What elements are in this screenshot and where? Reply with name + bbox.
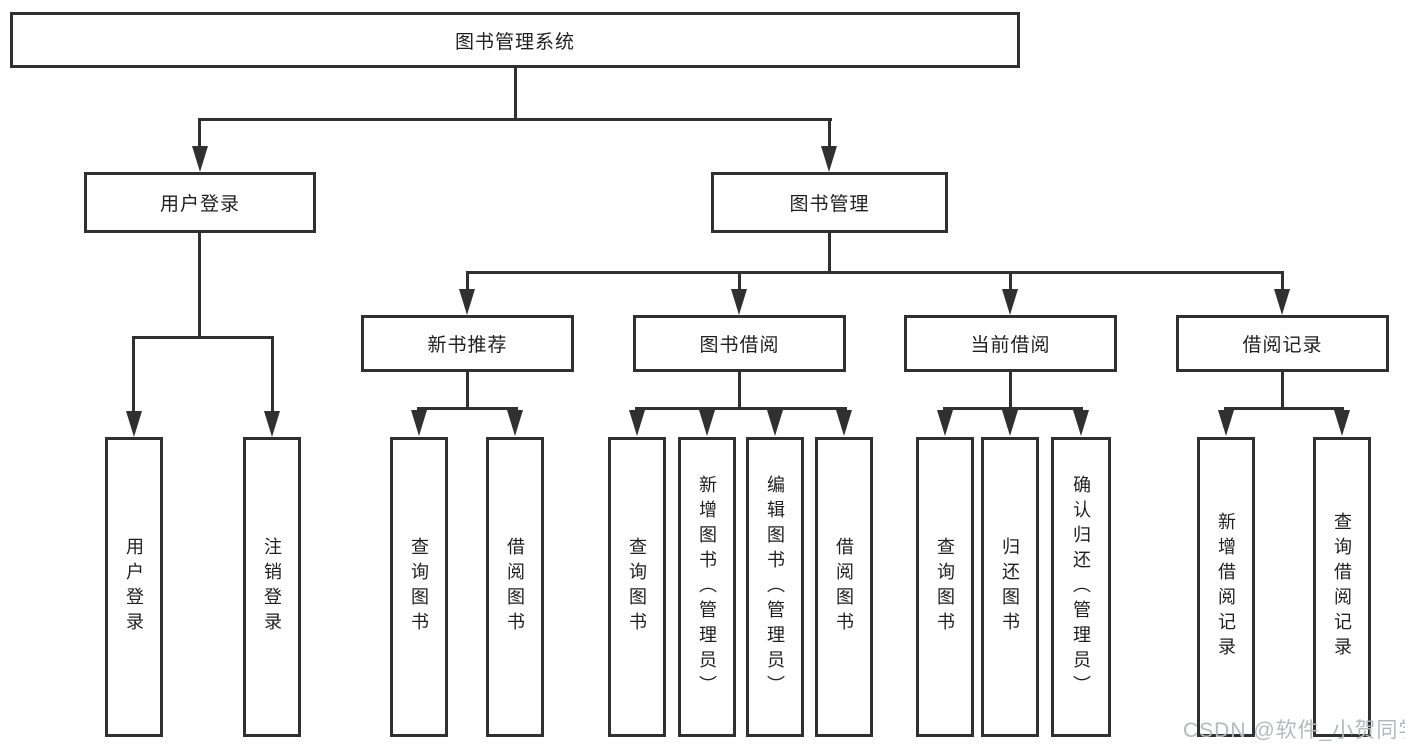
arrowhead-icon (1274, 289, 1290, 315)
leaf-borrow-books-recommend: 借阅图书 (486, 437, 544, 737)
connector-line (943, 407, 1083, 410)
arrowhead-icon (1073, 410, 1089, 436)
node-label: 新增借阅记录 (1216, 512, 1236, 662)
node-label: 用户登录 (124, 537, 144, 637)
connector-line (1009, 372, 1012, 407)
arrowhead-icon (731, 289, 747, 315)
connector-line (132, 336, 274, 339)
node-book-borrow: 图书借阅 (633, 315, 846, 372)
node-label: 查询图书 (627, 537, 647, 637)
node-label: 图书借阅 (699, 335, 780, 356)
connector-line (738, 372, 741, 407)
arrowhead-icon (1002, 410, 1018, 436)
connector-line (635, 407, 847, 410)
arrowhead-icon (126, 411, 142, 437)
leaf-query-books-borrow: 查询图书 (608, 437, 666, 737)
node-label: 确认归还（管理员） (1071, 474, 1091, 700)
arrowhead-icon (699, 410, 715, 436)
node-new-book-recommend: 新书推荐 (361, 315, 574, 372)
arrowhead-icon (459, 289, 475, 315)
node-label: 借阅记录 (1242, 335, 1323, 356)
node-label: 当前借阅 (970, 335, 1051, 356)
leaf-return-books: 归还图书 (981, 437, 1039, 737)
arrowhead-icon (836, 410, 852, 436)
node-label: 新书推荐 (427, 335, 508, 356)
connector-line (466, 372, 469, 407)
node-label: 查询借阅记录 (1332, 512, 1352, 662)
connector-line (514, 68, 517, 118)
arrowhead-icon (1002, 289, 1018, 315)
arrowhead-icon (192, 146, 208, 172)
node-current-borrow: 当前借阅 (904, 315, 1117, 372)
connector-line (198, 233, 201, 336)
node-label: 图书管理系统 (454, 31, 575, 53)
node-user-login: 用户登录 (84, 172, 316, 233)
node-borrow-records: 借阅记录 (1176, 315, 1389, 372)
connector-line (271, 336, 274, 414)
connector-line (1009, 271, 1012, 293)
connector-line (828, 233, 831, 271)
connector-line (466, 271, 1284, 274)
connector-line (1224, 407, 1344, 410)
node-label: 注销登录 (262, 537, 282, 637)
node-label: 查询图书 (935, 537, 955, 637)
arrowhead-icon (411, 410, 427, 436)
arrowhead-icon (264, 411, 280, 437)
arrowhead-icon (629, 410, 645, 436)
arrowhead-icon (937, 410, 953, 436)
leaf-user-login: 用户登录 (105, 437, 163, 737)
connector-line (1281, 271, 1284, 293)
connector-line (198, 118, 832, 121)
arrowhead-icon (767, 410, 783, 436)
node-label: 新增图书（管理员） (697, 474, 717, 700)
node-label: 图书管理 (789, 194, 870, 215)
arrowhead-icon (1218, 410, 1234, 436)
node-root-library-system: 图书管理系统 (10, 12, 1020, 68)
leaf-edit-books-admin: 编辑图书（管理员） (746, 437, 804, 737)
connector-line (466, 271, 469, 293)
node-label: 查询图书 (409, 537, 429, 637)
connector-line (828, 118, 831, 150)
node-label: 编辑图书（管理员） (765, 474, 785, 700)
node-label: 用户登录 (159, 194, 240, 215)
leaf-query-books-current: 查询图书 (916, 437, 974, 737)
leaf-query-books-recommend: 查询图书 (390, 437, 448, 737)
arrowhead-icon (821, 146, 837, 172)
node-label: 归还图书 (1000, 537, 1020, 637)
connector-line (738, 271, 741, 293)
arrowhead-icon (1334, 410, 1350, 436)
csdn-watermark: CSDN @软件_小贺同学 (1183, 719, 1405, 742)
arrowhead-icon (507, 410, 523, 436)
leaf-add-books-admin: 新增图书（管理员） (678, 437, 736, 737)
connector-line (1281, 372, 1284, 407)
leaf-logout: 注销登录 (243, 437, 301, 737)
node-label: 借阅图书 (505, 537, 525, 637)
connector-line (132, 336, 135, 414)
connector-line (198, 118, 201, 150)
leaf-borrow-books: 借阅图书 (815, 437, 873, 737)
node-label: 借阅图书 (834, 537, 854, 637)
leaf-confirm-return-admin: 确认归还（管理员） (1051, 437, 1111, 737)
connector-line (417, 407, 518, 410)
leaf-add-borrow-record: 新增借阅记录 (1197, 437, 1255, 737)
node-book-management: 图书管理 (711, 172, 948, 233)
leaf-query-borrow-record: 查询借阅记录 (1313, 437, 1371, 737)
